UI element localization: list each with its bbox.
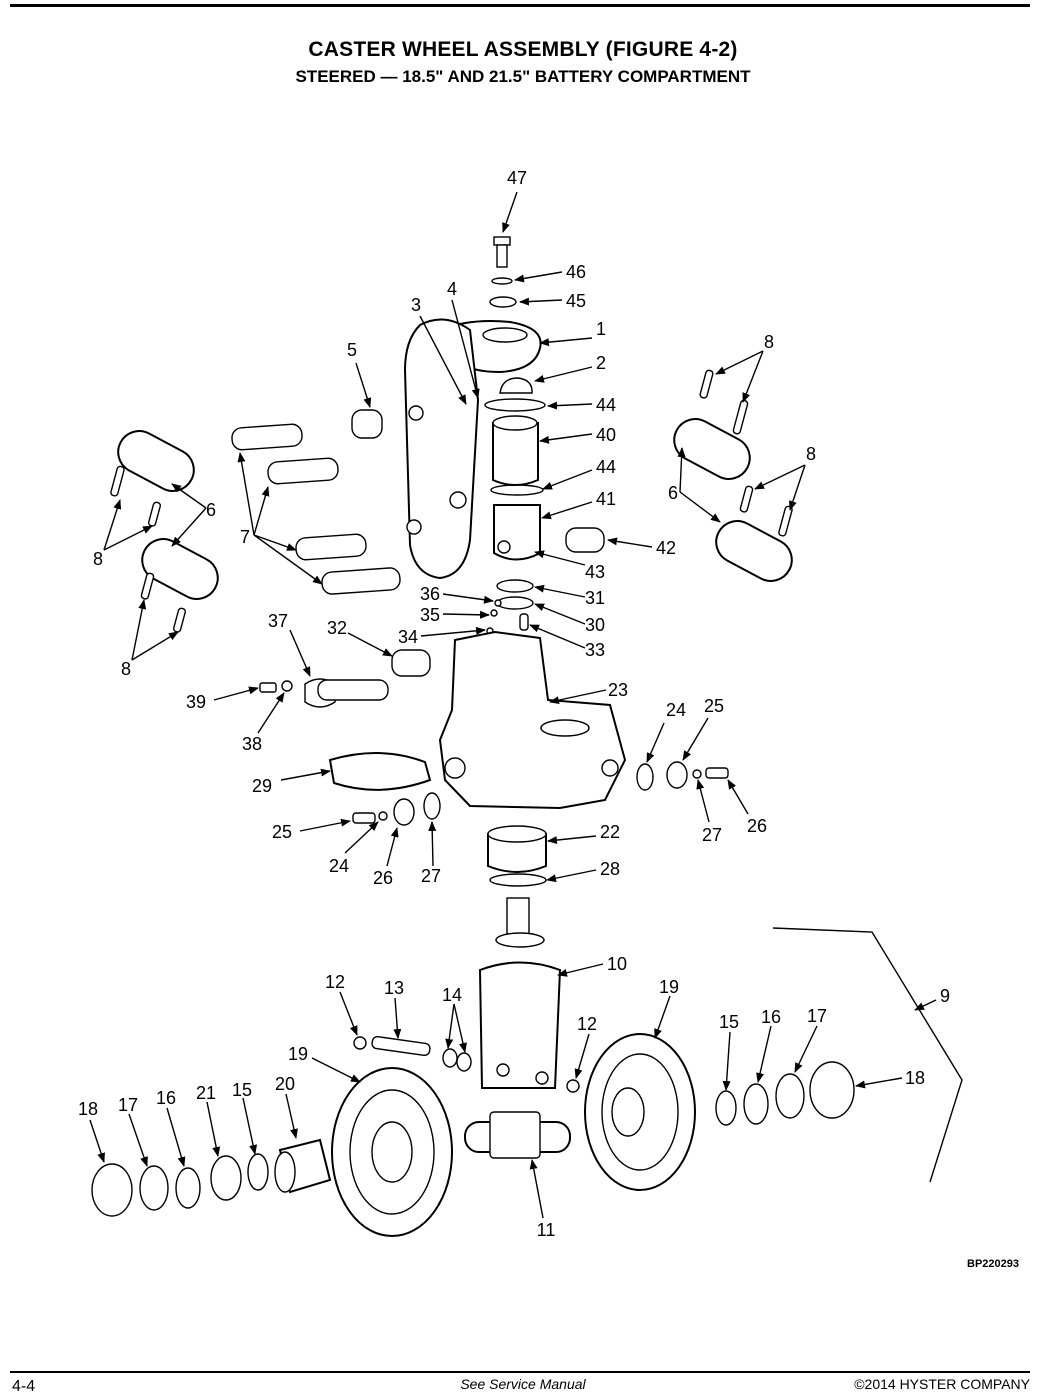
page-title: CASTER WHEEL ASSEMBLY (FIGURE 4-2) xyxy=(308,38,738,61)
callout-15: 15 xyxy=(232,1080,252,1100)
callout-46: 46 xyxy=(566,262,586,282)
callout-5: 5 xyxy=(347,340,357,360)
callout-11: 11 xyxy=(537,1220,556,1240)
callout-8: 8 xyxy=(806,444,816,464)
callout-34: 34 xyxy=(398,627,418,647)
callout-8: 8 xyxy=(93,549,103,569)
callout-22: 22 xyxy=(600,822,620,842)
callout-16: 16 xyxy=(761,1007,781,1027)
callout-1: 1 xyxy=(596,319,606,339)
callout-44: 44 xyxy=(596,395,616,415)
bottom-rule xyxy=(10,1371,1030,1373)
callout-25: 25 xyxy=(704,696,724,716)
callout-21: 21 xyxy=(196,1083,216,1103)
callout-17: 17 xyxy=(807,1006,827,1026)
callout-2: 2 xyxy=(596,353,606,373)
callout-42: 42 xyxy=(656,538,676,558)
callout-9: 9 xyxy=(940,986,950,1006)
callout-6: 6 xyxy=(206,500,216,520)
callout-6: 6 xyxy=(668,483,678,503)
callout-27: 24 xyxy=(329,856,349,876)
footer-copyright: ©2014 HYSTER COMPANY xyxy=(854,1376,1030,1392)
callout-30: 30 xyxy=(585,615,605,635)
callout-32: 32 xyxy=(327,618,347,638)
callout-35: 35 xyxy=(420,605,440,625)
callout-18: 18 xyxy=(78,1099,98,1119)
callout-8: 8 xyxy=(764,332,774,352)
callout-26: 25 xyxy=(272,822,292,842)
callout-41: 41 xyxy=(596,489,616,509)
callout-39: 39 xyxy=(186,692,206,712)
callout-27: 27 xyxy=(702,825,722,845)
callout-24: 24 xyxy=(666,700,686,720)
callout-12: 12 xyxy=(325,972,345,992)
callout-20: 20 xyxy=(275,1074,295,1094)
callout-3: 3 xyxy=(411,295,421,315)
callout-37: 37 xyxy=(268,611,288,631)
callout-38: 38 xyxy=(242,734,262,754)
callout-47: 47 xyxy=(507,168,527,188)
callout-40: 40 xyxy=(596,425,616,445)
callout-28: 28 xyxy=(600,859,620,879)
callout-16: 16 xyxy=(156,1088,176,1108)
callout-12: 12 xyxy=(577,1014,597,1034)
callout-8: 8 xyxy=(121,659,131,679)
callout-29: 29 xyxy=(252,776,272,796)
callout-26: 26 xyxy=(747,816,767,836)
callout-14: 14 xyxy=(442,985,462,1005)
callout-7: 7 xyxy=(240,527,250,547)
callout-33: 33 xyxy=(585,640,605,660)
page-number: 4-4 xyxy=(12,1378,36,1395)
leader-lines xyxy=(89,191,937,1219)
callout-18: 18 xyxy=(905,1068,925,1088)
callout-45: 45 xyxy=(566,291,586,311)
callout-24: 27 xyxy=(421,866,441,886)
callout-36: 36 xyxy=(420,584,440,604)
footer-note: See Service Manual xyxy=(460,1376,586,1392)
parts-drawing xyxy=(91,236,963,1237)
callout-labels: 47 46 45 4 3 1 5 2 44 40 44 41 42 43 8 8… xyxy=(78,168,950,1240)
callout-43: 43 xyxy=(585,562,605,582)
callout-13: 13 xyxy=(384,978,404,998)
drawing-id: BP220293 xyxy=(967,1258,1019,1270)
callout-10: 10 xyxy=(607,954,627,974)
callout-4: 4 xyxy=(447,279,457,299)
callout-23: 23 xyxy=(608,680,628,700)
page-subtitle: STEERED — 18.5" AND 21.5" BATTERY COMPAR… xyxy=(295,67,751,86)
callout-19: 19 xyxy=(288,1044,308,1064)
callout-15: 15 xyxy=(719,1012,739,1032)
callout-44: 44 xyxy=(596,457,616,477)
callout-25: 26 xyxy=(373,868,393,888)
callout-17: 17 xyxy=(118,1095,138,1115)
callout-31: 31 xyxy=(585,588,605,608)
top-rule xyxy=(10,4,1030,7)
callout-19: 19 xyxy=(659,977,679,997)
